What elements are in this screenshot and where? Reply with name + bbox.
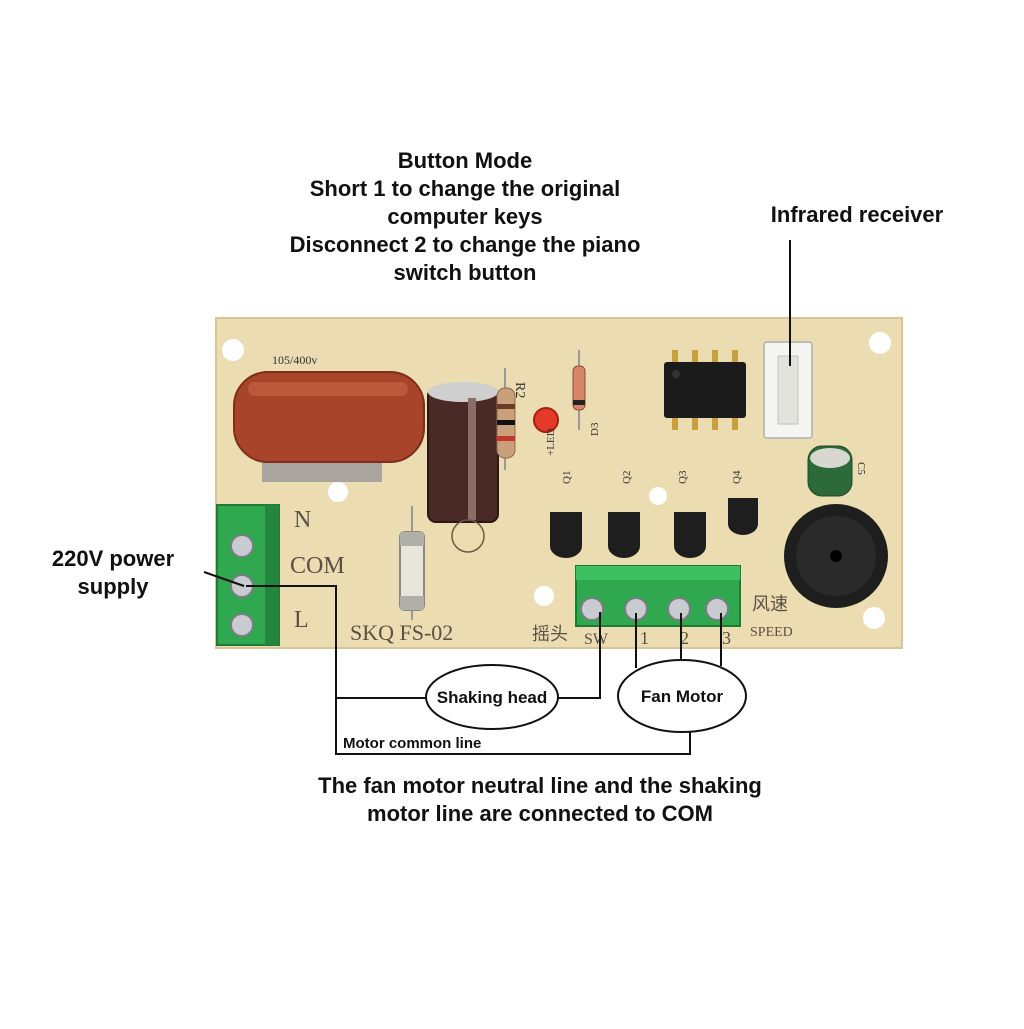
fuse-cap bbox=[400, 532, 424, 546]
shaking-head-ellipse bbox=[425, 664, 559, 730]
shake-label-sw: SW bbox=[584, 631, 609, 648]
power-pointer-line bbox=[203, 571, 245, 587]
led-label: +LED bbox=[545, 428, 557, 456]
ic-pin bbox=[732, 350, 738, 364]
terminal-screw-l bbox=[230, 613, 254, 637]
power-supply-line: 220V power bbox=[51, 546, 175, 571]
capacitor-footprint bbox=[451, 519, 485, 553]
resistor-band bbox=[497, 420, 515, 425]
diode-d3 bbox=[572, 365, 586, 411]
electrolytic-top bbox=[428, 382, 498, 402]
c5-label: C5 bbox=[855, 462, 867, 475]
ic-pin bbox=[672, 350, 678, 364]
button-mode-line: switch button bbox=[393, 260, 537, 285]
transistor-q4 bbox=[728, 498, 758, 535]
terminal-label-com: COM bbox=[290, 553, 345, 579]
terminal-screw-n bbox=[230, 534, 254, 558]
terminal-shade bbox=[265, 505, 279, 645]
electrolytic-capacitor bbox=[427, 387, 499, 523]
fuse-cap bbox=[400, 596, 424, 610]
button-mode-line: Disconnect 2 to change the piano bbox=[289, 232, 641, 257]
ic-chip bbox=[664, 362, 746, 418]
button-mode-line: computer keys bbox=[387, 204, 543, 229]
power-supply-line: supply bbox=[77, 574, 149, 599]
terminal-label-l: L bbox=[294, 607, 309, 633]
terminal-screw-3 bbox=[705, 597, 729, 621]
capacitor-highlight bbox=[248, 382, 408, 396]
fan-motor-ellipse bbox=[617, 659, 747, 733]
terminal-shade bbox=[576, 566, 740, 580]
terminal-screw-2 bbox=[667, 597, 691, 621]
mounting-hole bbox=[534, 586, 554, 606]
board-model: SKQ FS-02 bbox=[350, 620, 453, 645]
q1-label: Q1 bbox=[561, 471, 573, 484]
infrared-receiver-label: Infrared receiver bbox=[770, 202, 944, 227]
ic-pin bbox=[692, 416, 698, 430]
mounting-hole bbox=[649, 487, 667, 505]
mounting-hole bbox=[328, 482, 348, 502]
speed-label-cn: 风速 bbox=[752, 594, 788, 614]
d3-label: D3 bbox=[589, 422, 601, 436]
diode-band bbox=[573, 400, 585, 405]
ic-pin bbox=[732, 416, 738, 430]
motor-common-wire bbox=[335, 698, 691, 755]
shaking-head-sw-wire bbox=[558, 612, 601, 699]
ic-notch bbox=[672, 370, 680, 378]
resistor-band bbox=[497, 404, 515, 409]
bottom-note: The fan motor neutral line and the shaki… bbox=[240, 772, 840, 828]
button-mode-note: Button Mode Short 1 to change the origin… bbox=[230, 147, 700, 287]
mounting-hole bbox=[863, 607, 885, 629]
led bbox=[533, 407, 559, 433]
speed-label-en: SPEED bbox=[750, 625, 793, 640]
q2-label: Q2 bbox=[621, 471, 633, 484]
r2-label: R2 bbox=[512, 382, 527, 398]
ic-pin bbox=[672, 416, 678, 430]
fan-motor-label: Fan Motor bbox=[641, 687, 724, 706]
capacitor-top bbox=[810, 448, 850, 468]
transistor-q2 bbox=[608, 512, 640, 558]
mounting-hole bbox=[222, 339, 244, 361]
button-mode-line: Short 1 to change the original bbox=[309, 176, 621, 201]
speed-num-3: 3 bbox=[722, 628, 731, 648]
ic-pin bbox=[712, 350, 718, 364]
transistor-q3 bbox=[674, 512, 706, 558]
q3-label: Q3 bbox=[677, 470, 689, 484]
ic-pin bbox=[712, 416, 718, 430]
button-mode-title: Button Mode bbox=[397, 148, 533, 173]
ic-pin bbox=[692, 350, 698, 364]
terminal-screw-sw bbox=[580, 597, 604, 621]
speed-num-1: 1 bbox=[640, 628, 649, 648]
bottom-note-line: motor line are connected to COM bbox=[367, 801, 713, 826]
power-supply-label: 220V power supply bbox=[28, 545, 198, 601]
shaking-head-label: Shaking head bbox=[437, 688, 548, 707]
capacitor-rating: 105/400v bbox=[272, 353, 317, 367]
q4-label: Q4 bbox=[731, 470, 743, 484]
shake-label-cn: 摇头 bbox=[532, 624, 568, 644]
connector-slot bbox=[777, 355, 799, 425]
mounting-hole bbox=[869, 332, 891, 354]
buzzer-hole bbox=[830, 550, 842, 562]
shaking-head-wire bbox=[246, 585, 428, 699]
bottom-note-line: The fan motor neutral line and the shaki… bbox=[318, 773, 762, 798]
terminal-label-n: N bbox=[294, 507, 311, 533]
speed-num-2: 2 bbox=[680, 628, 689, 648]
transistor-q1 bbox=[550, 512, 582, 558]
motor-common-line-label: Motor common line bbox=[343, 735, 481, 752]
resistor-band bbox=[497, 436, 515, 441]
